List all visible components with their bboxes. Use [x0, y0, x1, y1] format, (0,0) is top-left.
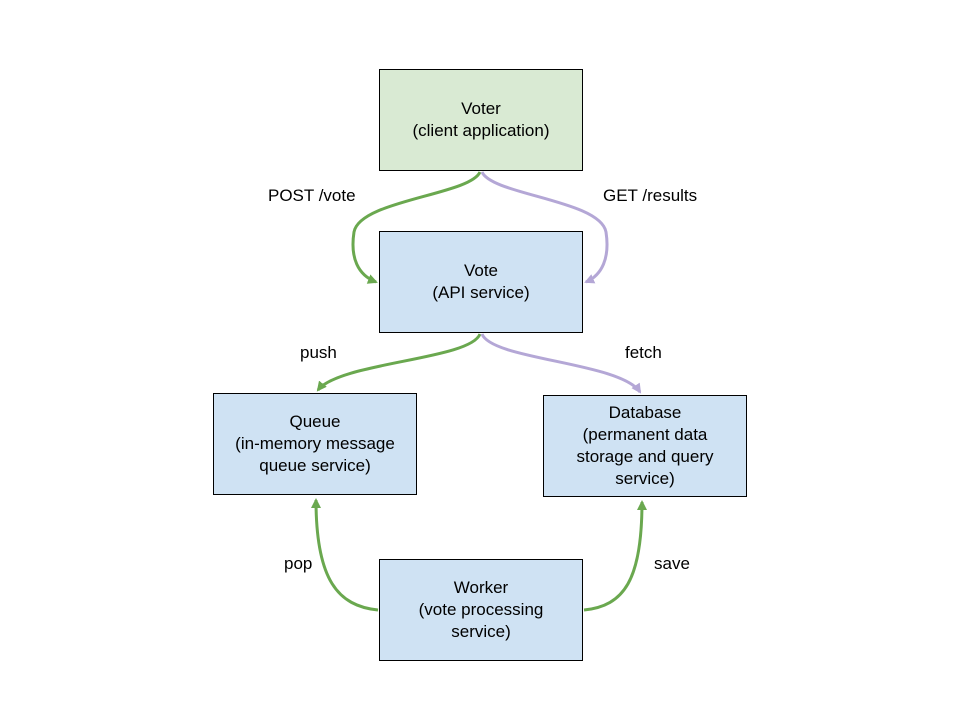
edge-fetch	[480, 333, 642, 394]
vote-subtitle: (API service)	[432, 283, 530, 302]
label-post-vote: POST /vote	[268, 186, 356, 205]
queue-title: Queue	[289, 412, 341, 431]
database-subtitle-line2: storage and query	[576, 447, 714, 466]
edge-push	[316, 333, 482, 392]
voter-node: Voter (client application)	[379, 69, 583, 171]
worker-title: Worker	[453, 578, 509, 597]
queue-subtitle-line1: (in-memory message	[235, 434, 395, 453]
label-pop: pop	[284, 554, 313, 573]
queue-node: Queue (in-memory message queue service)	[213, 393, 417, 495]
database-title: Database	[608, 403, 682, 422]
worker-node: Worker (vote processing service)	[379, 559, 583, 661]
voter-subtitle: (client application)	[412, 121, 550, 140]
edge-save	[583, 500, 647, 612]
database-subtitle-line1: (permanent data	[582, 425, 708, 444]
voter-title: Voter	[461, 99, 501, 118]
worker-subtitle-line1: (vote processing	[418, 600, 544, 619]
database-node: Database (permanent data storage and que…	[543, 395, 747, 497]
label-push: push	[300, 343, 337, 362]
label-save: save	[654, 554, 690, 573]
label-fetch: fetch	[625, 343, 662, 362]
edge-get-results	[480, 171, 609, 284]
edge-pop	[311, 498, 379, 612]
vote-node: Vote (API service)	[379, 231, 583, 333]
edge-post-vote	[351, 171, 482, 284]
database-subtitle-line3: service)	[615, 469, 675, 488]
worker-subtitle-line2: service)	[451, 622, 511, 641]
vote-title: Vote	[463, 261, 499, 280]
label-get-results: GET /results	[603, 186, 698, 205]
queue-subtitle-line2: queue service)	[259, 456, 371, 475]
